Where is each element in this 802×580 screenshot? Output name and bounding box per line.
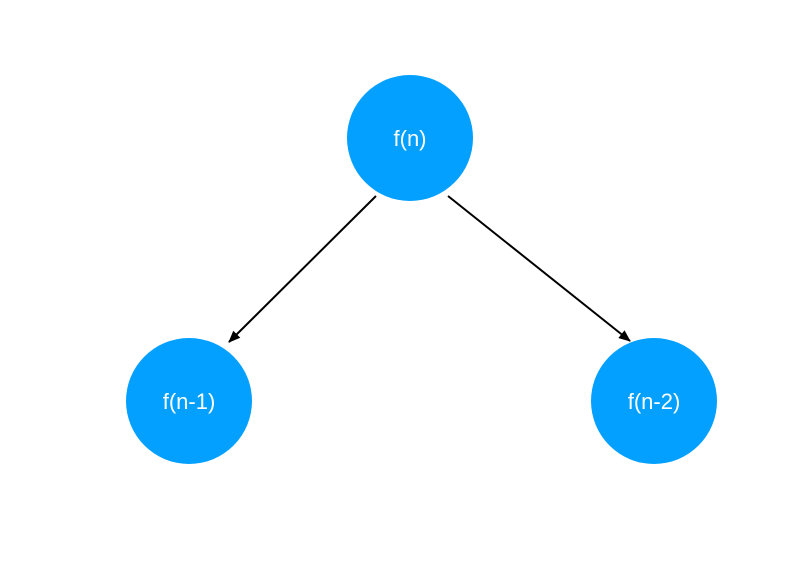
- edge-root-to-left: [228, 195, 377, 343]
- node-f-n-minus-2-label: f(n-2): [628, 389, 681, 414]
- node-f-n: f(n): [347, 75, 473, 201]
- node-f-n-minus-1-label: f(n-1): [163, 389, 216, 414]
- node-f-n-minus-2: f(n-2): [591, 338, 717, 464]
- node-f-n-label: f(n): [394, 126, 427, 151]
- node-f-n-minus-1: f(n-1): [126, 338, 252, 464]
- node-f-n-circle: [347, 75, 473, 201]
- node-f-n-minus-1-circle: [126, 338, 252, 464]
- edge-root-to-right: [447, 195, 631, 342]
- node-f-n-minus-2-circle: [591, 338, 717, 464]
